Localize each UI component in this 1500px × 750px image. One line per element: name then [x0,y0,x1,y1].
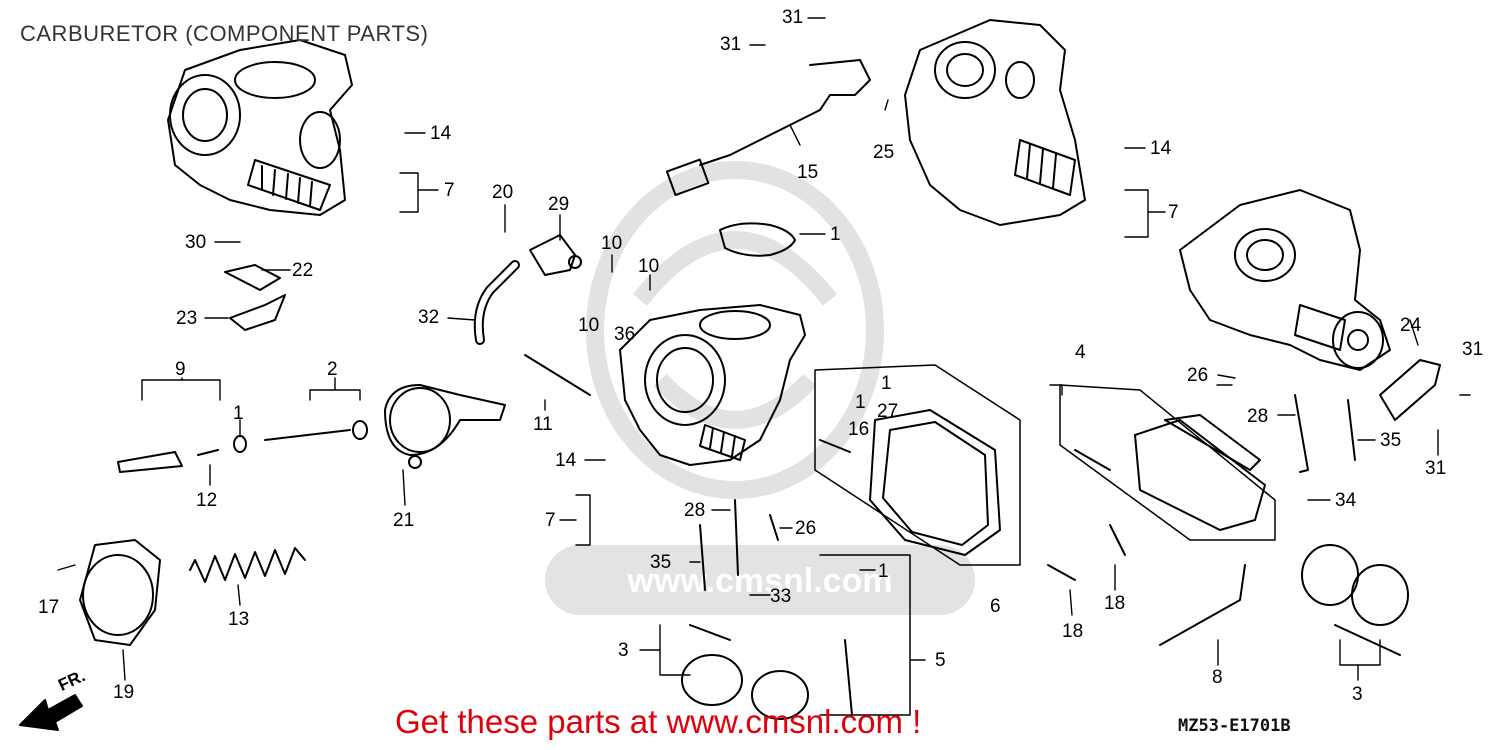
needle-parts [117,354,1401,716]
callout-5[interactable]: 5 [935,650,946,671]
diagram-code: MZ53-E1701B [1178,716,1291,736]
callout-19[interactable]: 19 [113,682,135,703]
callout-10[interactable]: 10 [601,233,623,254]
callout-24[interactable]: 24 [1400,315,1422,336]
callout-1[interactable]: 1 [881,373,892,394]
bracket-22 [224,264,281,291]
callout-35[interactable]: 35 [650,552,672,573]
callout-1[interactable]: 1 [878,561,889,582]
callout-31[interactable]: 31 [1462,339,1484,360]
callout-13[interactable]: 13 [228,609,250,630]
callout-17[interactable]: 17 [38,597,60,618]
float-group [1059,384,1276,541]
callout-30[interactable]: 30 [185,232,207,253]
callout-7[interactable]: 7 [1168,202,1179,223]
callout-27[interactable]: 27 [877,401,899,422]
spring-13 [189,547,306,583]
callout-21[interactable]: 21 [393,510,415,531]
callout-35[interactable]: 35 [1380,430,1402,451]
carburetor-assembly-top-left [167,39,353,216]
callout-28[interactable]: 28 [684,500,706,521]
bracket-23 [229,294,286,331]
callout-18[interactable]: 18 [1104,593,1126,614]
callout-3[interactable]: 3 [618,640,629,661]
callout-26[interactable]: 26 [795,518,817,539]
callout-33[interactable]: 33 [770,586,792,607]
callout-32[interactable]: 32 [418,307,440,328]
carburetor-pipes-bottom-right [1301,544,1409,626]
callout-23[interactable]: 23 [176,308,198,329]
callout-1[interactable]: 1 [855,392,866,413]
callout-8[interactable]: 8 [1212,667,1223,688]
leader-lines [57,17,1471,681]
bracket-24 [1379,359,1441,421]
callout-4[interactable]: 4 [1075,342,1086,363]
callout-9[interactable]: 9 [175,359,186,380]
callout-26[interactable]: 26 [1187,365,1209,386]
callout-7[interactable]: 7 [545,510,556,531]
callout-18[interactable]: 18 [1062,621,1084,642]
callout-31[interactable]: 31 [720,34,742,55]
callout-31[interactable]: 31 [782,7,804,28]
front-direction-arrow [19,694,83,731]
carburetor-assembly-top-right [904,19,1086,226]
callout-7[interactable]: 7 [444,180,455,201]
callout-1[interactable]: 1 [830,224,841,245]
bracket-5 [819,554,911,716]
callout-11[interactable]: 11 [533,414,553,435]
gasket-top [719,222,796,257]
top-cover [79,539,161,646]
watermark-text: www.cmsnl.com [626,562,892,600]
callout-16[interactable]: 16 [848,419,870,440]
carburetor-pipes-bottom [681,624,809,720]
callout-1[interactable]: 1 [233,403,244,424]
callout-3[interactable]: 3 [1352,684,1363,705]
callout-25[interactable]: 25 [873,142,895,163]
callout-14[interactable]: 14 [1150,138,1172,159]
callout-14[interactable]: 14 [430,123,452,144]
callout-29[interactable]: 29 [548,194,570,215]
watermark-banner [545,545,975,615]
carburetor-body-center [619,304,806,466]
callout-2[interactable]: 2 [327,359,338,380]
carburetor-assembly-right [1179,189,1391,371]
callout-15[interactable]: 15 [797,162,819,183]
callout-22[interactable]: 22 [292,260,314,281]
watermark-logo [586,161,884,499]
callout-10[interactable]: 10 [578,315,600,336]
callout-12[interactable]: 12 [196,490,218,511]
callout-20[interactable]: 20 [492,182,514,203]
promo-link[interactable]: Get these parts at www.cmsnl.com ! [395,703,922,740]
throttle-sensor [529,234,582,276]
callout-36[interactable]: 36 [614,324,636,345]
callout-14[interactable]: 14 [555,450,577,471]
callout-34[interactable]: 34 [1335,490,1357,511]
callout-10[interactable]: 10 [638,256,660,277]
float-chamber-group [814,364,1021,566]
diagram-title: CARBURETOR (COMPONENT PARTS) [20,21,429,46]
callout-6[interactable]: 6 [990,596,1001,617]
wire-harness [665,59,871,197]
callout-28[interactable]: 28 [1247,406,1269,427]
diaphragm-piston [384,384,506,469]
callout-31[interactable]: 31 [1425,458,1447,479]
